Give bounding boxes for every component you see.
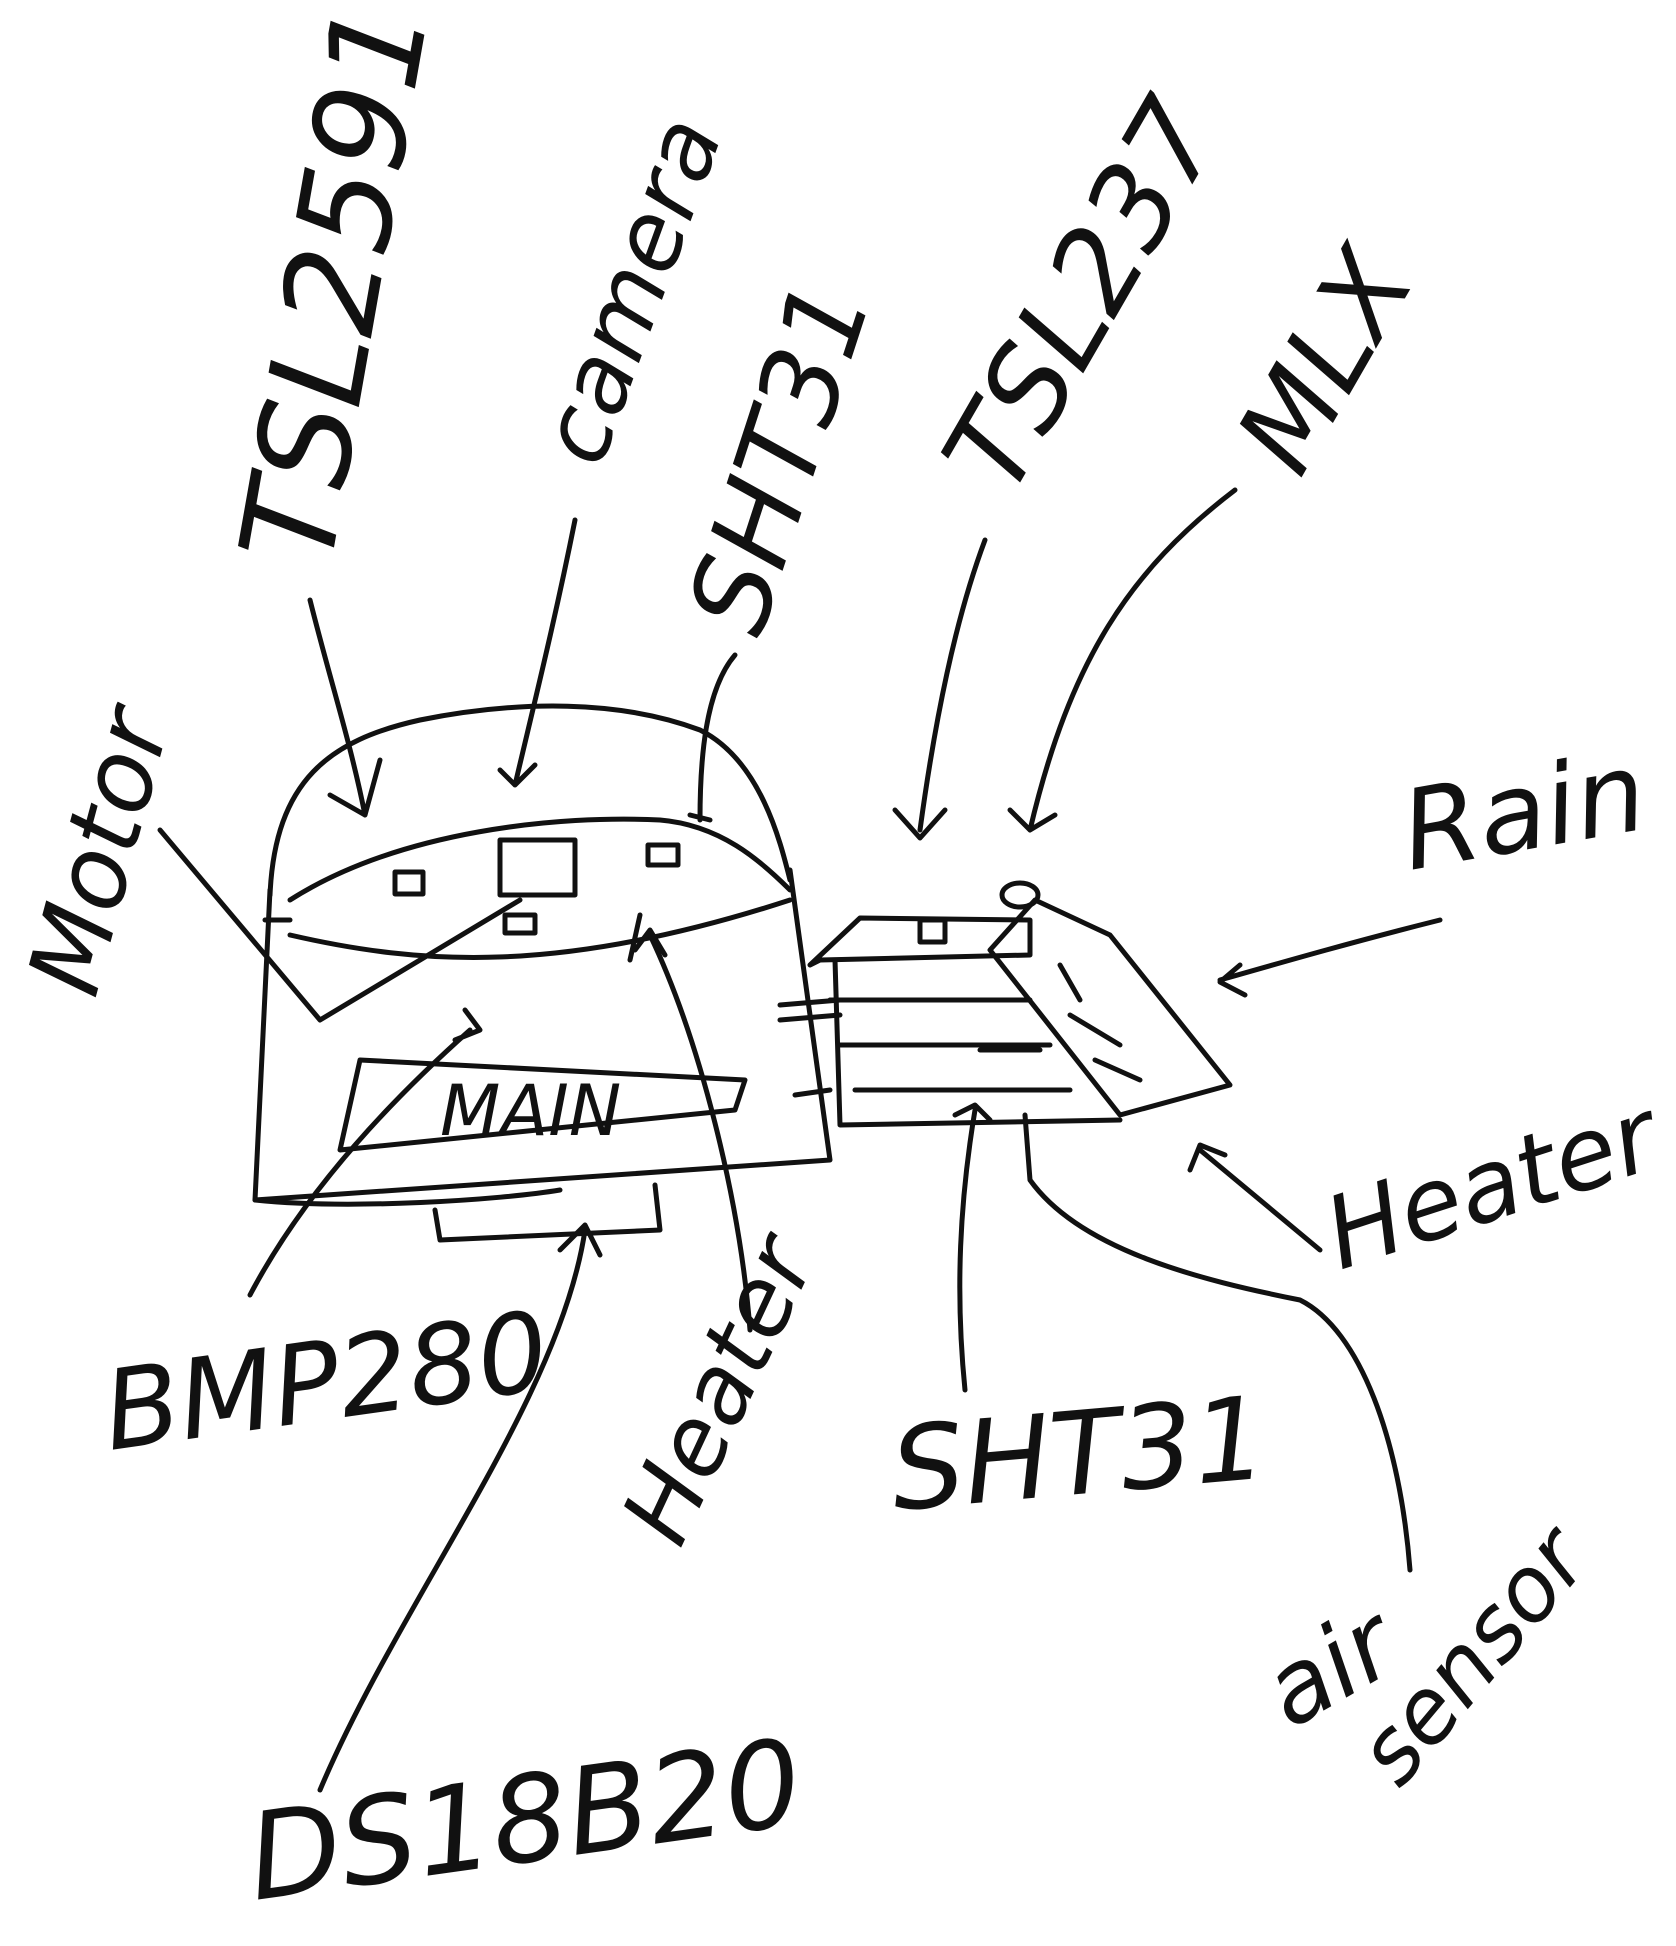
labels: TSL2591 camera SHT31 TSL237 MLX Motor Ra… xyxy=(5,0,1676,1929)
label-heater-left: Heater xyxy=(601,1216,839,1560)
label-mlx: MLX xyxy=(1212,226,1440,493)
label-rain: Rain xyxy=(1392,727,1655,895)
dome-components xyxy=(262,837,681,963)
camera-pointer xyxy=(497,517,578,788)
label-sht31-bottom: SHT31 xyxy=(886,1372,1272,1538)
ds18b20-pointer xyxy=(317,1222,603,1793)
mlx-pointer xyxy=(1007,487,1238,833)
radiation-shield xyxy=(777,880,1123,1128)
label-heater-right: Heater xyxy=(1311,1075,1676,1293)
label-sht31-top: SHT31 xyxy=(663,266,896,648)
sht31-bottom-pointer xyxy=(952,1102,993,1393)
base-block xyxy=(432,1182,663,1243)
label-camera: camera xyxy=(518,103,744,478)
heater-right-pointer xyxy=(1187,1142,1323,1253)
bmp280-pointer xyxy=(247,1007,483,1298)
label-tsl237: TSL237 xyxy=(918,77,1247,514)
rain-pointer xyxy=(1217,917,1443,998)
label-bmp280: BMP280 xyxy=(96,1287,556,1476)
heater-left-pointer xyxy=(632,927,753,1333)
label-ds18b20: DS18B20 xyxy=(240,1714,810,1929)
label-motor: Motor xyxy=(5,691,194,1006)
tsl237-pointer xyxy=(892,537,988,841)
main-board xyxy=(337,1057,748,1153)
sht31-top-pointer xyxy=(687,652,738,823)
tsl2591-pointer xyxy=(307,597,383,818)
pointer-lines xyxy=(247,487,1443,1793)
label-main-board: MAIN xyxy=(440,1070,621,1152)
label-tsl2591: TSL2591 xyxy=(211,0,459,575)
air-sensor-pointer xyxy=(1022,1112,1413,1573)
rain-sensor-panel xyxy=(987,897,1233,1118)
motor-pointer xyxy=(157,827,523,1023)
